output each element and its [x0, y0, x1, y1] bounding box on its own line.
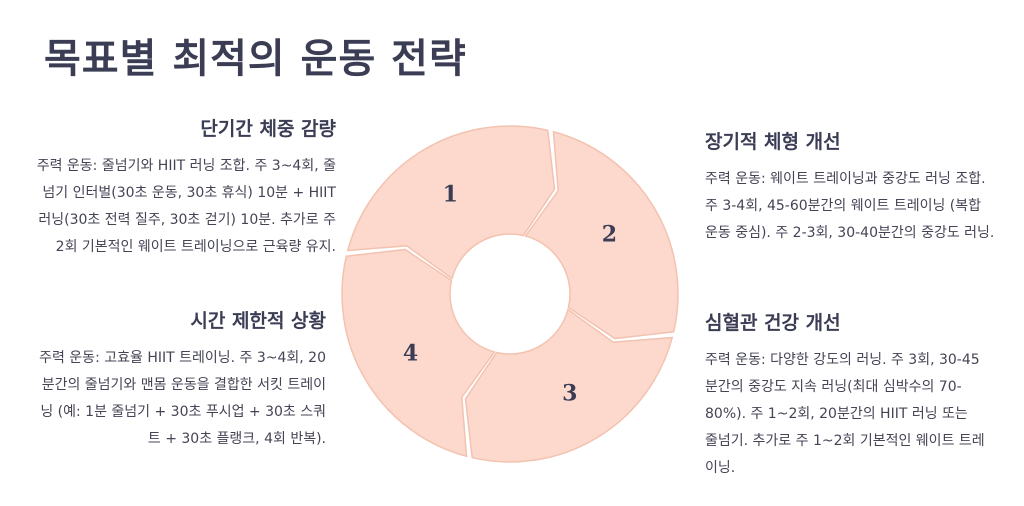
cycle-segment-1: [346, 125, 556, 280]
page-title: 목표별 최적의 운동 전략: [44, 36, 467, 82]
step-2-description: 주력 운동: 웨이트 트레이닝과 중강도 러닝 조합. 주 3-4회, 45-6…: [705, 171, 995, 241]
cycle-segment-3: [464, 308, 674, 463]
step-2-block: 장기적 체형 개선 주력 운동: 웨이트 트레이닝과 중강도 러닝 조합. 주 …: [705, 127, 995, 247]
step-3-heading: 심혈관 건강 개선: [705, 312, 841, 334]
step-1-description: 주력 운동: 줄넘기와 HIIT 러닝 조합. 주 3~4회, 줄넘기 인터벌(…: [36, 158, 336, 255]
step-1-block: 단기간 체중 감량 주력 운동: 줄넘기와 HIIT 러닝 조합. 주 3~4회…: [30, 114, 336, 261]
step-4-description: 주력 운동: 고효율 HIIT 트레이닝. 주 3~4회, 20분간의 줄넘기와…: [39, 350, 326, 447]
step-3-block: 심혈관 건강 개선 주력 운동: 다양한 강도의 러닝. 주 3회, 30-45…: [705, 308, 985, 482]
cycle-segment-number-3: 3: [562, 380, 577, 406]
step-4-block: 시간 제한적 상황 주력 운동: 고효율 HIIT 트레이닝. 주 3~4회, …: [30, 306, 326, 453]
step-3-description: 주력 운동: 다양한 강도의 러닝. 주 3회, 30-45분간의 중강도 지속…: [705, 352, 985, 476]
cycle-segment-number-2: 2: [602, 221, 617, 247]
cycle-segment-number-4: 4: [403, 341, 418, 367]
cycle-segment-number-1: 1: [443, 182, 458, 208]
cycle-segment-4: [341, 248, 496, 458]
step-2-heading: 장기적 체형 개선: [705, 131, 841, 153]
step-4-heading: 시간 제한적 상황: [190, 310, 326, 332]
step-1-heading: 단기간 체중 감량: [200, 118, 336, 140]
cycle-segment-2: [524, 130, 679, 340]
cycle-diagram: 1 2 3 4: [341, 125, 679, 463]
